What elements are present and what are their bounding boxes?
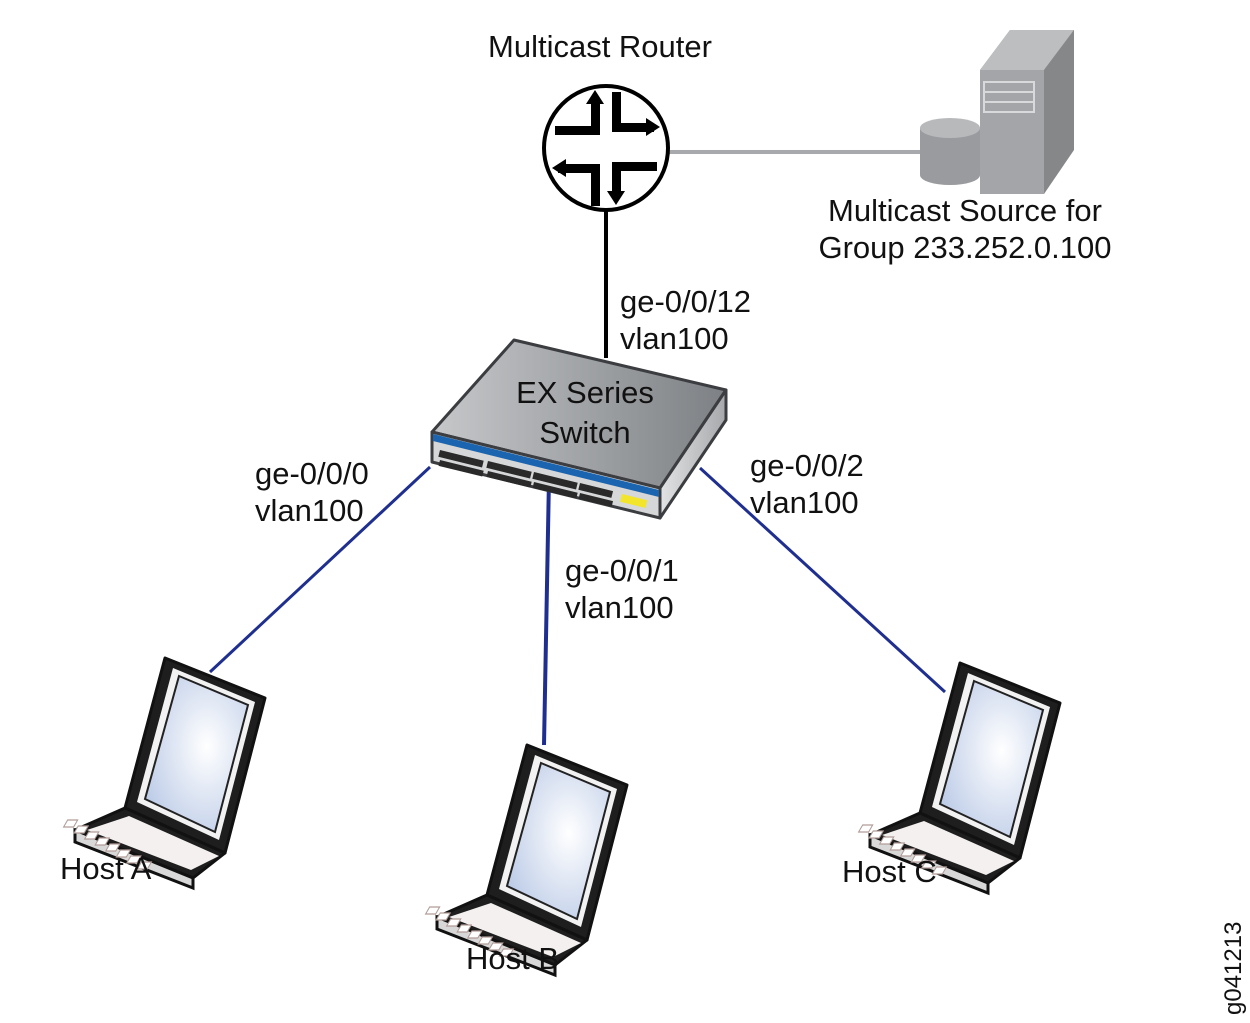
- switch-label: EX Series Switch: [490, 374, 680, 451]
- host-a-link-label: ge-0/0/0 vlan100: [255, 455, 369, 529]
- source-label: Multicast Source for Group 233.252.0.100: [810, 192, 1120, 266]
- ex-series-switch-icon: [430, 338, 728, 520]
- host-a-vlan: vlan100: [255, 493, 364, 528]
- host-b-port: ge-0/0/1: [565, 553, 679, 588]
- switch-label-line1: EX Series: [516, 375, 654, 410]
- multicast-router-icon: [542, 84, 670, 212]
- source-label-line1: Multicast Source for: [828, 193, 1102, 228]
- host-c-vlan: vlan100: [750, 485, 859, 520]
- source-label-line2: Group 233.252.0.100: [818, 230, 1112, 265]
- figure-id: g041213: [1220, 921, 1247, 1015]
- host-c-link-label: ge-0/0/2 vlan100: [750, 447, 864, 521]
- switch-to-host-a-link: [208, 465, 432, 674]
- host-b-vlan: vlan100: [565, 590, 674, 625]
- switch-to-host-b-link: [542, 477, 551, 746]
- uplink-label: ge-0/0/12 vlan100: [620, 283, 751, 357]
- uplink-port: ge-0/0/12: [620, 284, 751, 319]
- host-b-label: Host B: [466, 941, 560, 976]
- switch-to-host-c-link: [698, 466, 947, 694]
- host-c-port: ge-0/0/2: [750, 448, 864, 483]
- host-a-label: Host A: [60, 851, 152, 886]
- multicast-source-server-icon: [920, 30, 1074, 194]
- host-b-link-label: ge-0/0/1 vlan100: [565, 552, 679, 626]
- uplink-vlan: vlan100: [620, 321, 729, 356]
- host-a-port: ge-0/0/0: [255, 456, 369, 491]
- switch-label-line2: Switch: [539, 415, 631, 450]
- router-label: Multicast Router: [488, 29, 712, 64]
- host-c-label: Host C: [842, 854, 937, 889]
